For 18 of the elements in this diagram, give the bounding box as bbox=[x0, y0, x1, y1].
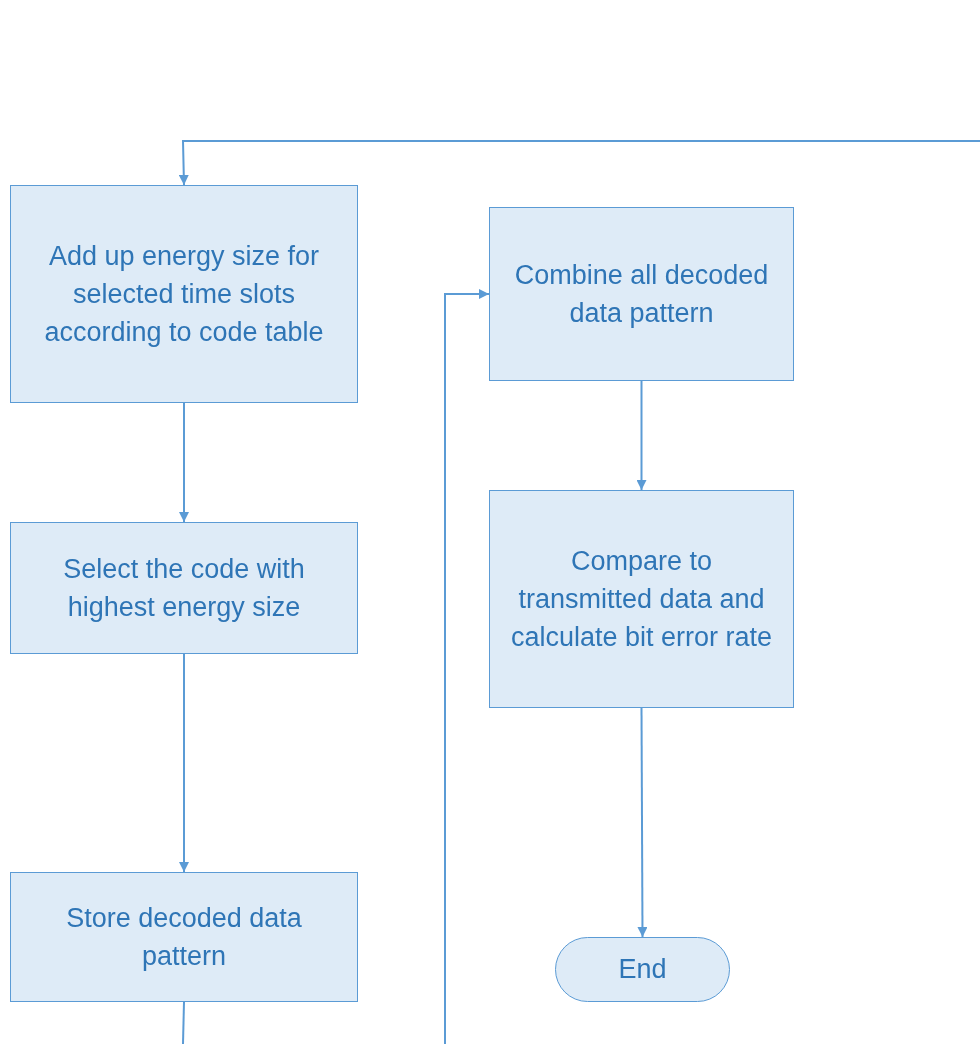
arrow bbox=[179, 402, 189, 523]
arrow bbox=[636, 380, 647, 491]
step-label: Select the code with highest energy size bbox=[62, 552, 306, 624]
process-box bbox=[489, 490, 794, 708]
step-label: Add up energy size for selected time slots according to code table bbox=[43, 239, 325, 350]
step-label: Store decoded data pattern bbox=[65, 901, 303, 973]
process-box bbox=[10, 872, 358, 1002]
step-label: End bbox=[618, 953, 667, 987]
step-label: Combine all decoded data pattern bbox=[513, 258, 770, 330]
arrow bbox=[637, 707, 648, 938]
connector-line bbox=[182, 1001, 185, 1044]
arrow bbox=[179, 653, 189, 873]
step-label: Compare to transmitted data and calculate bit error rate bbox=[509, 544, 774, 655]
process-box bbox=[10, 522, 358, 654]
process-box bbox=[10, 185, 358, 403]
arrow bbox=[178, 140, 980, 186]
arrow bbox=[444, 289, 490, 1044]
process-box bbox=[489, 207, 794, 381]
